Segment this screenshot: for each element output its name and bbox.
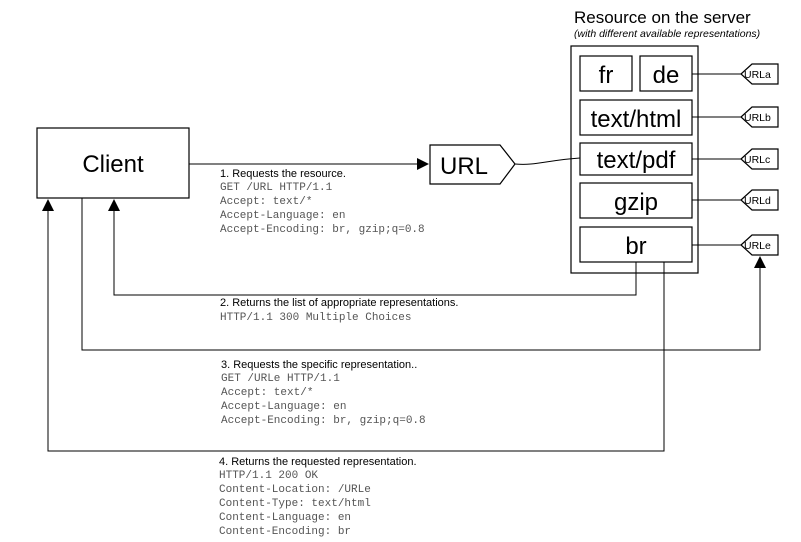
step-4-line: Content-Language: en: [219, 512, 351, 524]
repr-pdf-label: text/pdf: [597, 147, 676, 174]
repr-html-label: text/html: [591, 106, 682, 133]
url-tag-a-label: URLa: [744, 69, 771, 81]
step-4-line: Content-Type: text/html: [219, 498, 371, 510]
step-3-line: Accept-Language: en: [221, 401, 346, 413]
client-box: [36, 127, 190, 199]
arrow-step-3: [81, 198, 766, 351]
server-title: Resource on the server: [574, 8, 751, 27]
repr-fr-label: fr: [599, 62, 614, 89]
url-node: [429, 144, 516, 185]
step-3-line: Accept-Encoding: br, gzip;q=0.8: [221, 415, 426, 427]
repr-gzip-box: [579, 182, 693, 219]
step-3-title: 3. Requests the specific representation.…: [221, 359, 417, 371]
repr-pdf-box: [579, 142, 693, 176]
url-tag-e: [740, 234, 779, 256]
step-2-title: 2. Returns the list of appropriate repre…: [220, 297, 458, 309]
url-to-server-connector: [514, 157, 581, 165]
step-4-title: 4. Returns the requested representation.: [219, 456, 417, 468]
step-3-line: Accept: text/*: [221, 387, 313, 399]
step-1-line: GET /URL HTTP/1.1: [220, 182, 333, 194]
url-tag-e-label: URLe: [744, 240, 771, 252]
repr-de-label: de: [653, 62, 680, 89]
step-4-line: Content-Location: /URLe: [219, 484, 371, 496]
url-tag-b-label: URLb: [744, 112, 771, 124]
repr-de-box: [639, 55, 693, 92]
url-tag-c-label: URLc: [744, 154, 770, 166]
step-1-line: Accept-Encoding: br, gzip;q=0.8: [220, 224, 425, 236]
step-2-line: HTTP/1.1 300 Multiple Choices: [220, 312, 411, 324]
url-tag-b: [740, 106, 779, 128]
repr-gzip-label: gzip: [614, 189, 658, 216]
step-4-line: HTTP/1.1 200 OK: [219, 470, 318, 482]
step-1-title: 1. Requests the resource.: [220, 168, 346, 180]
arrow-step-4: [42, 199, 665, 452]
step-3-line: GET /URLe HTTP/1.1: [221, 373, 340, 385]
url-node-label: URL: [440, 153, 488, 180]
repr-fr-box: [579, 55, 633, 92]
server-subtitle: (with different available representation…: [574, 28, 760, 40]
url-tag-c: [740, 148, 779, 170]
step-1-line: Accept-Language: en: [220, 210, 345, 222]
step-1-line: Accept: text/*: [220, 196, 312, 208]
repr-br-label: br: [625, 233, 646, 260]
url-tag-d-label: URLd: [744, 195, 771, 207]
url-tag-d: [740, 189, 779, 211]
url-tag-a: [740, 63, 779, 85]
client-label: Client: [82, 151, 144, 178]
arrow-step-2: [108, 199, 637, 296]
step-4-line: Content-Encoding: br: [219, 526, 351, 538]
